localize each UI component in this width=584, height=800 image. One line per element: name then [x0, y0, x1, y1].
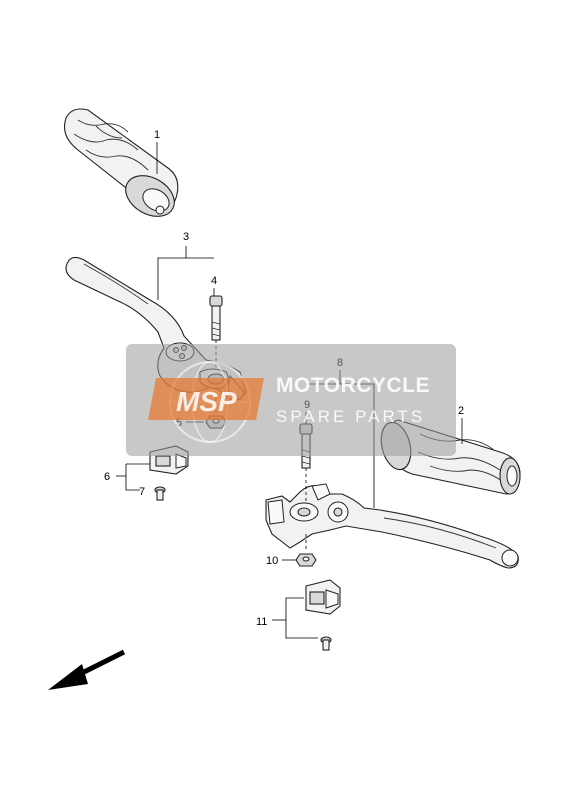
callout-number-1: 1 [154, 129, 160, 141]
watermark-logo-text: MSP [176, 386, 237, 417]
watermark-logo-badge [148, 378, 264, 420]
right-lever-nut [295, 534, 317, 567]
callout-1: 1 [154, 129, 160, 174]
callout-number-2: 2 [458, 405, 464, 417]
callout-number-10: 10 [266, 555, 278, 567]
front-direction-arrow-icon [48, 649, 126, 690]
callout-number-3: 3 [183, 231, 189, 243]
callout-3: 3 [157, 231, 214, 300]
callout-7: 7 [139, 486, 145, 498]
watermark-box [126, 344, 456, 456]
callout-number-6: 6 [104, 471, 110, 483]
right-lever-assembly [265, 483, 519, 569]
callout-6: 6 [104, 463, 150, 491]
left-handlebar-grip [63, 108, 179, 217]
watermark-title: MOTORCYCLE [276, 374, 430, 397]
callout-11: 11 [256, 597, 318, 639]
callout-2: 2 [458, 405, 464, 444]
callout-number-7: 7 [139, 486, 145, 498]
watermark-subtitle: SPARE PARTS [276, 407, 425, 426]
callout-number-11: 11 [256, 616, 267, 628]
callout-4: 4 [211, 275, 217, 296]
watermark: MSP MOTORCYCLE SPARE PARTS [126, 344, 456, 456]
callout-10: 10 [266, 555, 296, 567]
callout-number-4: 4 [211, 275, 217, 287]
left-switch-screw [154, 486, 166, 501]
right-lever-switch [305, 579, 341, 651]
